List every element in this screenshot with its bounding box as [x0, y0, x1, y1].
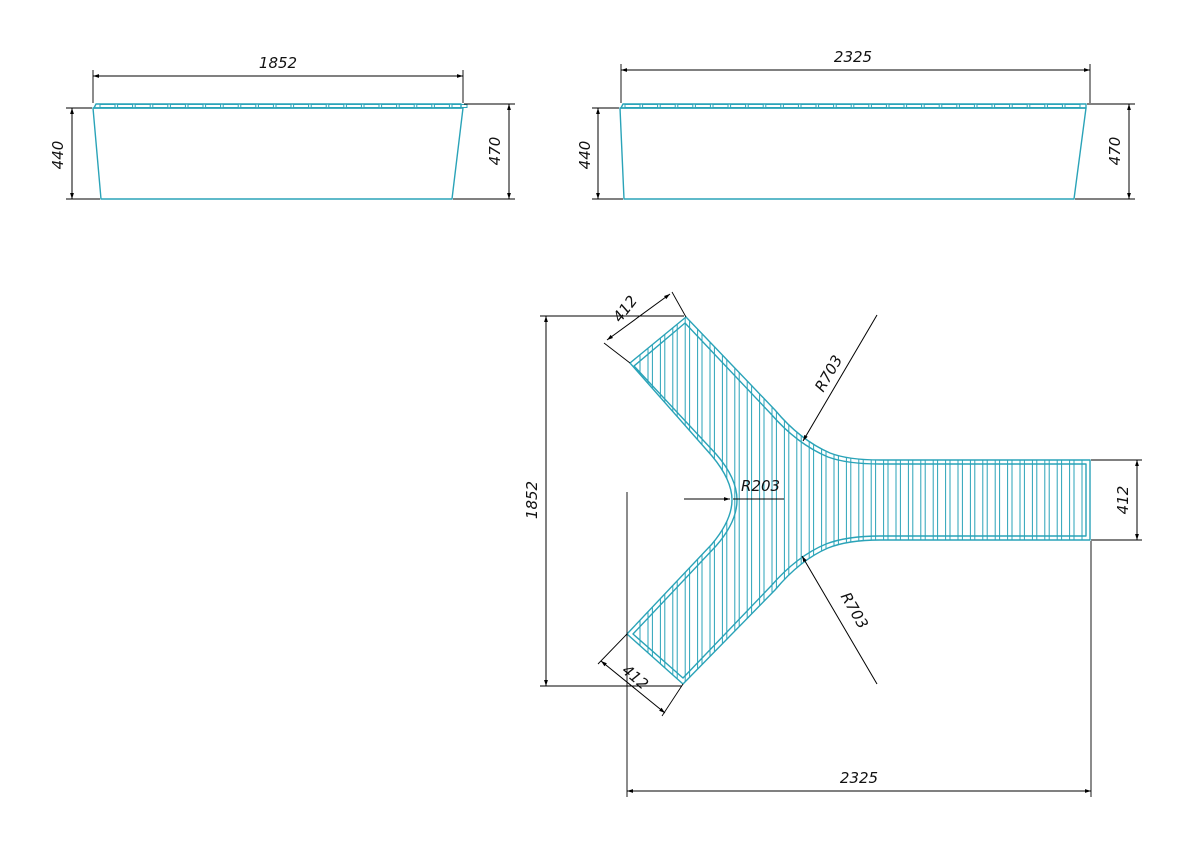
- front-view-slat: [257, 104, 274, 108]
- side-view-slat: [747, 104, 764, 108]
- front-width-label: 1852: [259, 54, 297, 72]
- front-view-slat: [310, 104, 327, 108]
- side-height-left-label: 440: [576, 141, 594, 170]
- side-view-slat: [624, 104, 641, 108]
- plan-width-label: 2325: [840, 769, 878, 787]
- plan-radius-bottom-label: R703: [837, 589, 872, 632]
- front-view-body: [92, 107, 464, 200]
- side-view-slat: [870, 104, 887, 108]
- plan-right-arm-label: 412: [1114, 486, 1132, 515]
- plan-top-arm-label: 412: [609, 292, 641, 326]
- plan-radius-top-label: R703: [811, 352, 846, 395]
- plan-bottom-arm-extension-b: [661, 683, 684, 717]
- front-view-slat: [345, 104, 362, 108]
- front-view-slat: [222, 104, 239, 108]
- front-view-slat: [205, 104, 222, 108]
- side-view-slat: [818, 104, 835, 108]
- plan-radius-top-leader: [802, 314, 878, 442]
- plan-radius-bottom-leader: [801, 555, 878, 685]
- side-view: 2325 440 470: [576, 48, 1135, 200]
- front-view-slat: [187, 104, 204, 108]
- plan-radius-inner-label: R203: [741, 477, 780, 495]
- front-view-slat: [169, 104, 186, 108]
- side-view-slat: [642, 104, 659, 108]
- side-view-body: [619, 107, 1087, 200]
- front-view: 1852 440 470: [49, 54, 515, 200]
- front-view-slat: [293, 104, 310, 108]
- front-view-slat: [433, 104, 450, 108]
- side-view-slat: [1064, 104, 1081, 108]
- side-view-slat: [677, 104, 694, 108]
- side-view-slat: [765, 104, 782, 108]
- side-view-slat: [1046, 104, 1063, 108]
- plan-view-inner-outline: [632, 322, 1087, 679]
- plan-view-slats: [639, 317, 1083, 684]
- front-view-slat: [451, 104, 468, 108]
- front-height-left-label: 440: [49, 141, 67, 170]
- plan-bottom-arm-label: 412: [618, 661, 652, 693]
- front-view-slat: [240, 104, 257, 108]
- front-height-right-label: 470: [486, 137, 504, 166]
- front-view-slat: [328, 104, 345, 108]
- side-height-right-label: 470: [1106, 137, 1124, 166]
- side-view-slat: [853, 104, 870, 108]
- side-view-slat: [976, 104, 993, 108]
- plan-bottom-arm-dimension-line: [600, 660, 666, 714]
- plan-view-outline: [626, 316, 1091, 685]
- side-view-slat: [1011, 104, 1028, 108]
- side-view-slat: [958, 104, 975, 108]
- side-width-label: 2325: [834, 48, 872, 66]
- front-view-slat: [381, 104, 398, 108]
- front-view-slat: [134, 104, 151, 108]
- plan-top-arm-extension-a: [671, 291, 687, 318]
- side-view-slat: [906, 104, 923, 108]
- side-view-slat: [782, 104, 799, 108]
- side-view-slat: [923, 104, 940, 108]
- side-view-slat: [694, 104, 711, 108]
- front-view-slat: [117, 104, 134, 108]
- side-view-slat: [659, 104, 676, 108]
- front-view-slat: [152, 104, 169, 108]
- side-view-slat: [888, 104, 905, 108]
- side-view-slats: [624, 104, 1081, 108]
- front-view-slat: [398, 104, 415, 108]
- side-view-slat: [730, 104, 747, 108]
- plan-bottom-arm-extension-a: [597, 633, 628, 665]
- front-view-slat: [99, 104, 116, 108]
- front-view-slat: [363, 104, 380, 108]
- plan-top-arm-dimension-line: [606, 293, 671, 341]
- plan-top-arm-extension-b: [603, 342, 631, 364]
- side-view-slat: [800, 104, 817, 108]
- front-view-slat: [416, 104, 433, 108]
- front-view-slats: [99, 104, 468, 108]
- plan-view: 412 412 412 1852 2325 R703 R703 R203: [523, 291, 1142, 797]
- side-view-slat: [835, 104, 852, 108]
- plan-height-label: 1852: [523, 481, 541, 519]
- side-view-slat: [994, 104, 1011, 108]
- side-view-slat: [1029, 104, 1046, 108]
- side-view-slat: [712, 104, 729, 108]
- side-view-slat: [941, 104, 958, 108]
- front-view-slat: [275, 104, 292, 108]
